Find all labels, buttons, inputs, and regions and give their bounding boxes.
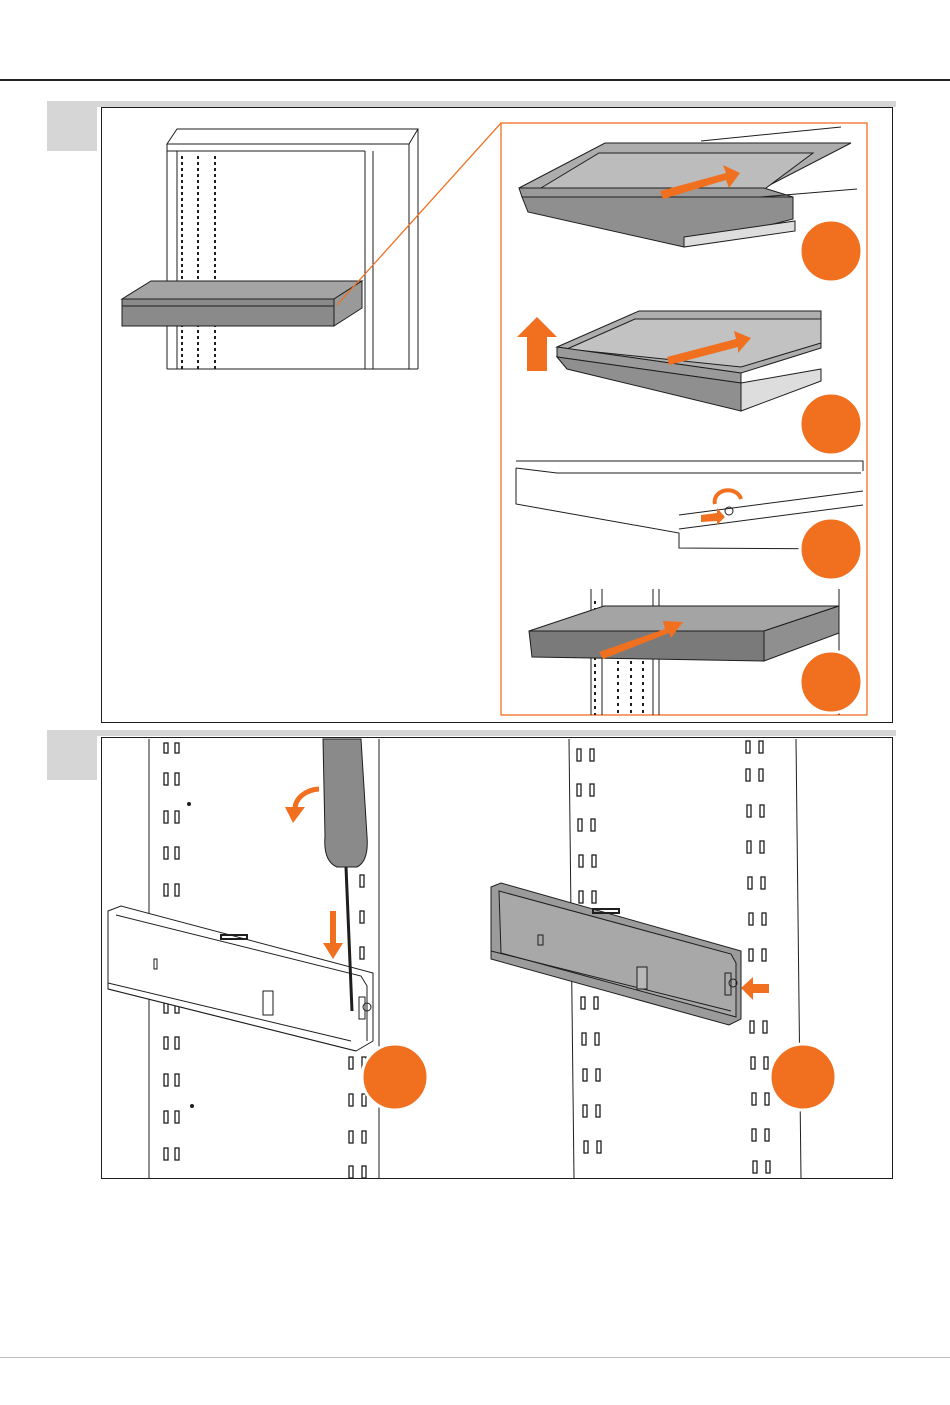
step-1a-badge xyxy=(800,220,862,282)
header-rule xyxy=(0,79,950,81)
step-1-panel xyxy=(101,107,893,723)
step-2-number-tab xyxy=(47,730,97,780)
step-2b-badge xyxy=(770,1044,836,1110)
down-arrow-icon xyxy=(323,911,343,959)
step-1b-badge xyxy=(800,393,862,455)
step-1c-badge xyxy=(800,518,862,580)
step-1-illustration xyxy=(102,108,892,722)
step-1-number-tab xyxy=(47,101,97,151)
footer-rule xyxy=(0,1357,950,1358)
step-2a-badge xyxy=(362,1044,428,1110)
rotate-arrow-icon xyxy=(295,789,319,809)
step-2-panel xyxy=(101,737,893,1179)
step-1d-badge xyxy=(800,651,862,713)
right-slide-rail xyxy=(491,883,741,1025)
step-2-illustration xyxy=(102,738,892,1178)
cabinet-overview xyxy=(122,129,418,369)
step-2-band xyxy=(47,730,896,736)
